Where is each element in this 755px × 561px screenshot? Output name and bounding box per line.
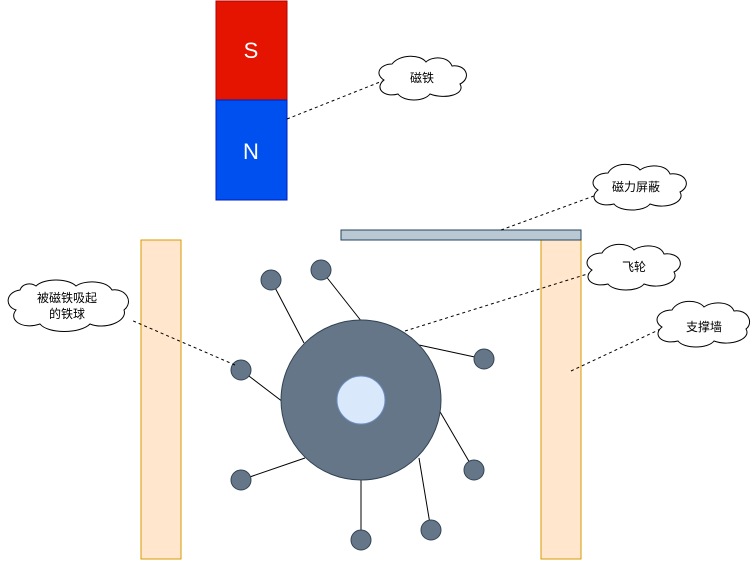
wall-leader <box>570 325 668 372</box>
wall-callout: 支撑墙 <box>656 300 750 348</box>
spoke <box>418 457 432 531</box>
flywheel-callout-label: 飞轮 <box>622 260 646 274</box>
iron-ball <box>310 259 332 281</box>
magnet-callout-label: 磁铁 <box>410 70 434 85</box>
right-support-wall <box>540 239 582 560</box>
flywheel-hub <box>336 375 386 425</box>
spoke <box>418 344 485 360</box>
iron-balls-callout: 被磁铁吸起 的铁球 <box>7 279 129 332</box>
spoke <box>240 457 306 481</box>
spoke <box>320 269 363 323</box>
balls-leader <box>130 319 236 366</box>
cloud-shape <box>378 55 467 101</box>
spoke <box>270 279 305 344</box>
magnet-callout: 磁铁 <box>378 55 467 101</box>
wall-callout-label: 支撑墙 <box>686 319 722 334</box>
iron-ball <box>420 519 442 541</box>
magnet-south-label: S <box>244 38 259 63</box>
left-support-wall <box>140 239 182 560</box>
magnet-leader <box>286 79 386 120</box>
iron-balls <box>230 259 495 551</box>
cloud-shape <box>7 279 129 332</box>
iron-balls-callout-line1: 被磁铁吸起 <box>37 290 97 305</box>
shield-callout-label: 磁力屏蔽 <box>612 179 660 194</box>
iron-ball <box>350 529 372 551</box>
magnetic-shield-plate <box>340 229 582 241</box>
iron-ball <box>463 459 485 481</box>
iron-ball <box>473 348 495 370</box>
magnet-south-pole <box>215 0 288 101</box>
shield-leader <box>500 192 603 231</box>
magnet-north-label: N <box>243 139 259 164</box>
cloud-shape <box>592 163 687 211</box>
spoke <box>438 409 475 471</box>
flywheel-callout: 飞轮 <box>586 243 681 291</box>
magnet-north-pole <box>215 99 288 201</box>
iron-balls-callout-line2: 的铁球 <box>49 306 85 321</box>
magnet: S N <box>215 0 288 201</box>
cloud-shape <box>656 300 750 348</box>
iron-ball <box>230 359 252 381</box>
iron-ball <box>230 469 252 491</box>
iron-ball <box>260 269 282 291</box>
cloud-shape <box>586 243 681 291</box>
callout-leaders <box>130 79 668 372</box>
shield-callout: 磁力屏蔽 <box>592 163 687 211</box>
